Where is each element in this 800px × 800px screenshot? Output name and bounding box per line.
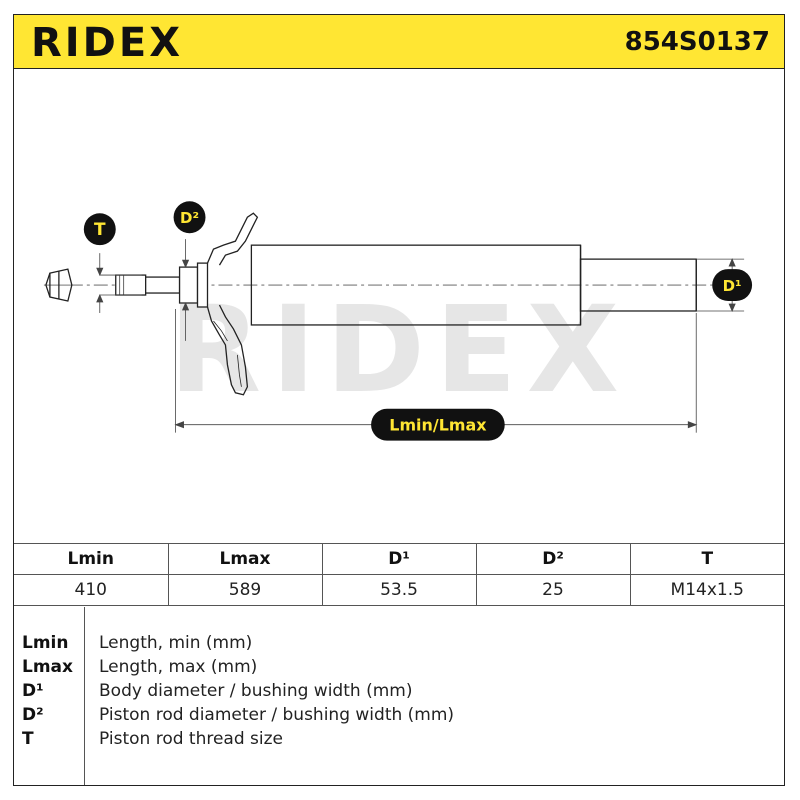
piston-rod [115, 262, 209, 308]
header-d2: D² [475, 543, 631, 575]
spec-table-value-row: 410 589 53.5 25 M14x1.5 [14, 574, 784, 606]
header-t: T [629, 543, 784, 575]
t-label: T [94, 219, 106, 239]
d2-badge: D² [173, 201, 206, 234]
value-lmin: 410 [14, 574, 169, 606]
spec-sheet-frame: RIDEX 854S0137 RIDEX [13, 14, 785, 786]
legend-row-lmin: Lmin Length, min (mm) [14, 631, 784, 655]
length-badge: Lmin/Lmax [371, 408, 505, 441]
d2-dimension [181, 239, 190, 341]
cylinder-body [250, 244, 697, 326]
watermark-logo: RIDEX [169, 281, 629, 420]
value-t: M14x1.5 [629, 574, 784, 606]
top-mount [206, 212, 259, 396]
legend-key: Lmin [22, 633, 69, 653]
legend-row-lmax: Lmax Length, max (mm) [14, 655, 784, 679]
d1-badge: D¹ [712, 269, 753, 302]
value-lmax: 589 [167, 574, 323, 606]
legend-desc: Length, min (mm) [99, 633, 253, 653]
value-d1: 53.5 [321, 574, 477, 606]
t-badge: T [83, 213, 116, 246]
brand-logo: RIDEX [31, 20, 184, 66]
nut [45, 268, 73, 302]
legend-desc: Piston rod diameter / bushing width (mm) [99, 705, 455, 725]
header-lmax: Lmax [167, 543, 323, 575]
legend-key: D¹ [22, 681, 44, 701]
legend-row-d1: D¹ Body diameter / bushing width (mm) [14, 679, 784, 703]
d2-label: D² [180, 209, 199, 227]
t-dimension [96, 253, 142, 313]
legend: Lmin Length, min (mm) Lmax Length, max (… [14, 607, 784, 785]
legend-key: D² [22, 705, 44, 725]
legend-row-t: T Piston rod thread size [14, 727, 784, 751]
length-label: Lmin/Lmax [389, 416, 487, 435]
shock-absorber-drawing: RIDEX [43, 201, 753, 441]
legend-row-d2: D² Piston rod diameter / bushing width (… [14, 703, 784, 727]
value-d2: 25 [475, 574, 631, 606]
header-d1: D¹ [321, 543, 477, 575]
d1-label: D¹ [723, 277, 742, 295]
legend-desc: Piston rod thread size [99, 729, 284, 749]
header-bar: RIDEX 854S0137 [14, 15, 784, 69]
legend-key: Lmax [22, 657, 73, 677]
spec-table: Lmin Lmax D¹ D² T 410 589 53.5 25 M14x1.… [14, 543, 784, 606]
legend-key: T [22, 729, 34, 749]
legend-desc: Length, max (mm) [99, 657, 258, 677]
part-number: 854S0137 [624, 27, 770, 57]
legend-desc: Body diameter / bushing width (mm) [99, 681, 413, 701]
legend-divider [84, 607, 85, 785]
spec-table-header-row: Lmin Lmax D¹ D² T [14, 543, 784, 575]
header-lmin: Lmin [14, 543, 169, 575]
